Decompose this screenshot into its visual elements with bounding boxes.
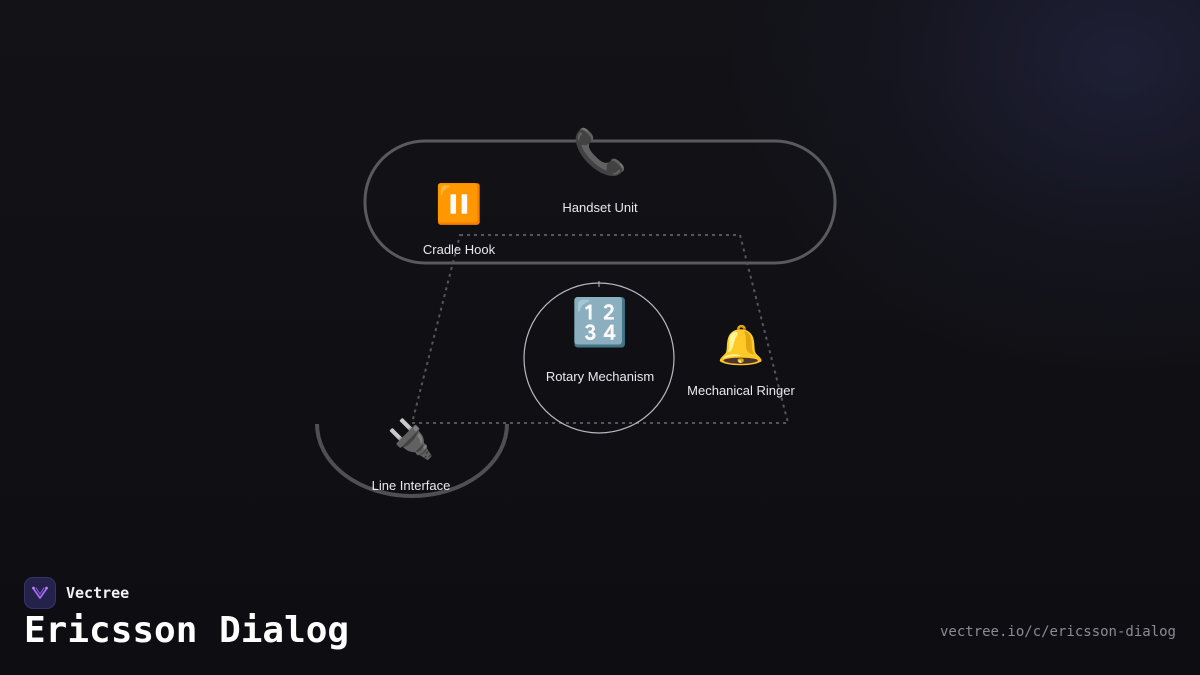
mechanical-ringer-label: Mechanical Ringer [687, 383, 795, 398]
brand: Vectree [24, 577, 129, 609]
rotary-mechanism-label: Rotary Mechanism [545, 369, 655, 384]
vectree-logo-icon [24, 577, 56, 609]
page-title: Ericsson Dialog [24, 610, 350, 651]
line-interface-label: Line Interface [371, 478, 451, 493]
page-url[interactable]: vectree.io/c/ericsson-dialog [939, 624, 1176, 640]
handset-group-outline [363, 139, 837, 265]
handset-unit-label: Handset Unit [562, 200, 638, 215]
electric-plug-icon: 🔌 [387, 417, 435, 461]
telephone-receiver-icon: 📞 [572, 127, 628, 178]
bell-icon: 🔔 [717, 323, 765, 367]
line-interface-arc [315, 423, 509, 498]
numbers-1234-icon: 🔢 [571, 295, 629, 349]
brand-name: Vectree [66, 584, 130, 602]
pause-button-icon: ⏸️ [435, 182, 483, 226]
cradle-hook-label: Cradle Hook [422, 242, 496, 257]
